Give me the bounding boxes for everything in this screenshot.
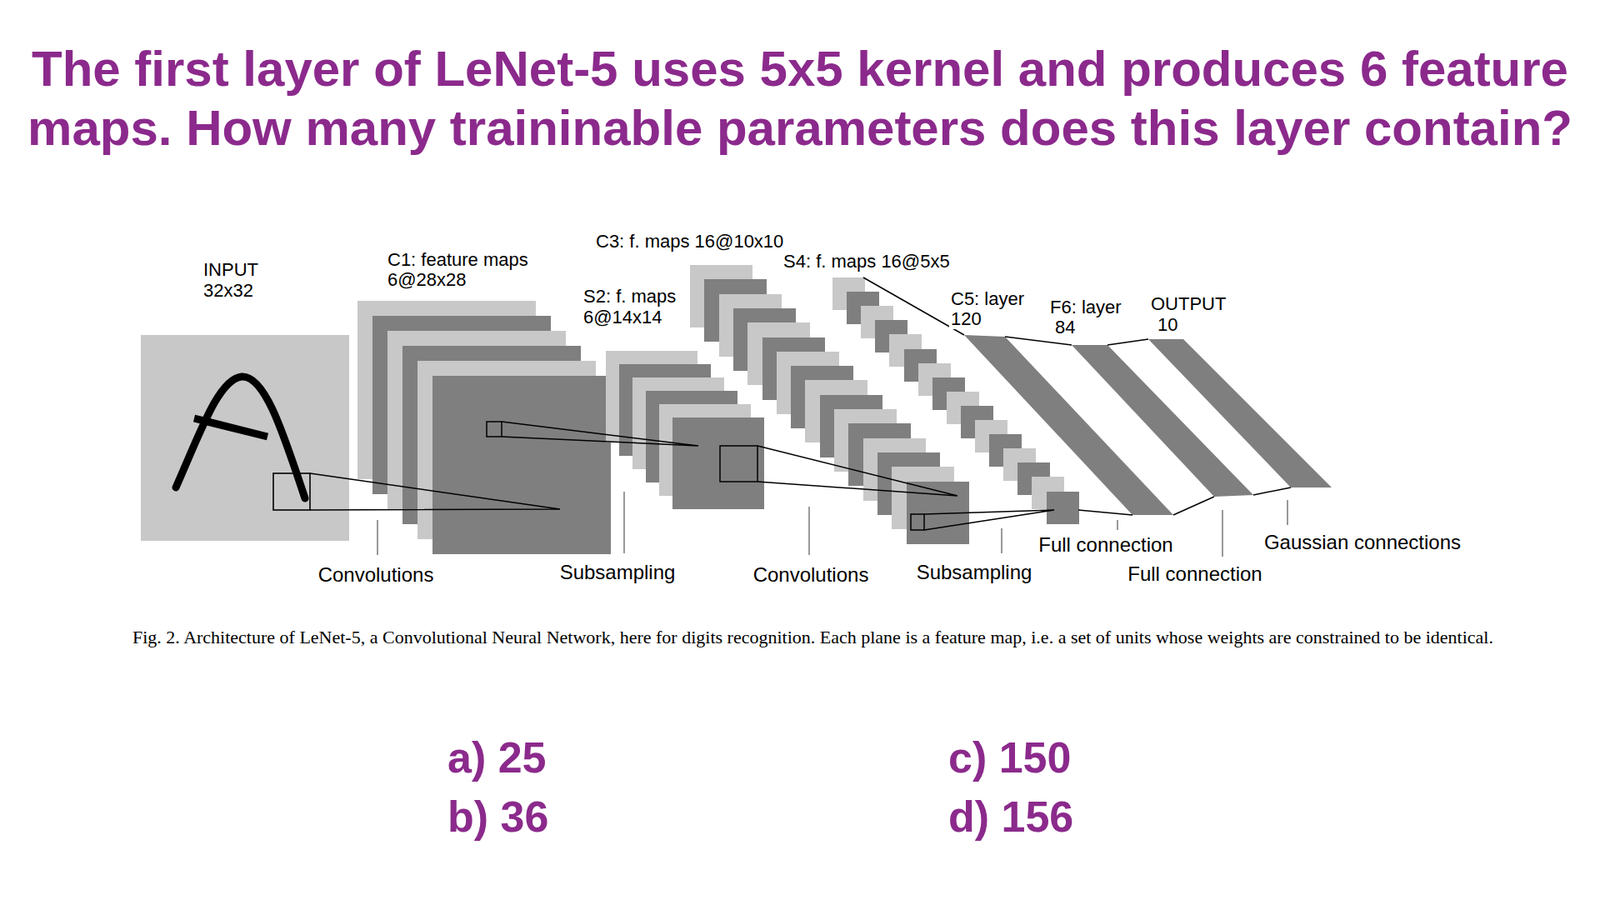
answer-option: b) 36 <box>445 792 550 843</box>
layer-label: 6@14x14 <box>581 306 665 328</box>
layer-label: 84 <box>1053 316 1077 338</box>
layer-node: OUTPUT10 <box>1148 339 1332 488</box>
layer-label: C5: layer <box>949 288 1026 310</box>
connection-lines <box>1107 339 1291 495</box>
answer-option: d) 156 <box>946 792 1075 843</box>
layer-node: C5: layer120 <box>964 335 1174 515</box>
feature-plane <box>432 375 611 555</box>
feature-plane <box>1046 491 1080 525</box>
question-title: The first layer of LeNet-5 uses 5x5 kern… <box>16 40 1584 159</box>
tick-line <box>1116 520 1118 530</box>
layer-label: S2: f. maps <box>581 285 678 307</box>
receptive-field <box>910 514 925 530</box>
operation-label: Full connection <box>1036 533 1175 557</box>
answer-option: c) 150 <box>946 733 1073 784</box>
receptive-field <box>486 421 502 437</box>
layer-node: S2: f. maps6@14x14 <box>605 350 765 510</box>
layer-band <box>964 335 1174 515</box>
tick-line <box>1000 528 1002 554</box>
operation-label: Convolutions <box>316 563 436 587</box>
operation-label: Subsampling <box>558 560 678 585</box>
layer-node: F6: layer84 <box>1071 345 1254 497</box>
layer-label: C3: f. maps 16@10x10 <box>594 230 785 252</box>
feature-plane <box>672 417 765 510</box>
layer-band <box>1071 345 1254 497</box>
answer-option: a) 25 <box>445 733 549 784</box>
tick-line <box>1221 510 1223 557</box>
tick-line <box>623 491 625 554</box>
operation-label: Subsampling <box>915 560 1035 585</box>
connection-lines <box>863 277 1133 515</box>
operation-label: Full connection <box>1125 562 1264 586</box>
layer-label: F6: layer <box>1048 296 1124 318</box>
operation-label: Convolutions <box>751 563 871 587</box>
figure-caption: Fig. 2. Architecture of LeNet-5, a Convo… <box>132 625 1540 650</box>
layer-label: S4: f. maps 16@5x5 <box>781 250 952 272</box>
receptive-field <box>720 445 758 482</box>
connection-lines <box>757 445 958 496</box>
letter-stroke <box>175 376 305 499</box>
layer-label: 32x32 <box>201 280 255 301</box>
layer-label: C1: feature maps <box>385 249 530 270</box>
layer-label: INPUT <box>201 259 260 280</box>
tick-line <box>808 506 810 555</box>
layer-node: INPUT32x32 <box>140 335 350 541</box>
tick-line <box>1286 500 1288 525</box>
layer-band <box>1148 339 1332 488</box>
letter-stroke <box>194 418 268 437</box>
layer-label: 10 <box>1155 314 1180 335</box>
layer-label: OUTPUT <box>1149 293 1228 315</box>
layer-node: C3: f. maps 16@10x10 <box>690 265 970 545</box>
connection-lines <box>1005 336 1215 515</box>
operation-label: Gaussian connections <box>1262 530 1463 555</box>
connection-lines <box>924 510 1055 530</box>
layer-label: 6@28x28 <box>385 269 469 290</box>
tick-line <box>376 520 378 555</box>
layer-label: 120 <box>949 308 984 330</box>
connection-lines <box>501 421 699 446</box>
layer-node: C1: feature maps6@28x28 <box>357 300 611 555</box>
receptive-field <box>273 473 310 510</box>
label-ticks <box>377 491 1288 557</box>
connection-lines <box>310 473 560 510</box>
